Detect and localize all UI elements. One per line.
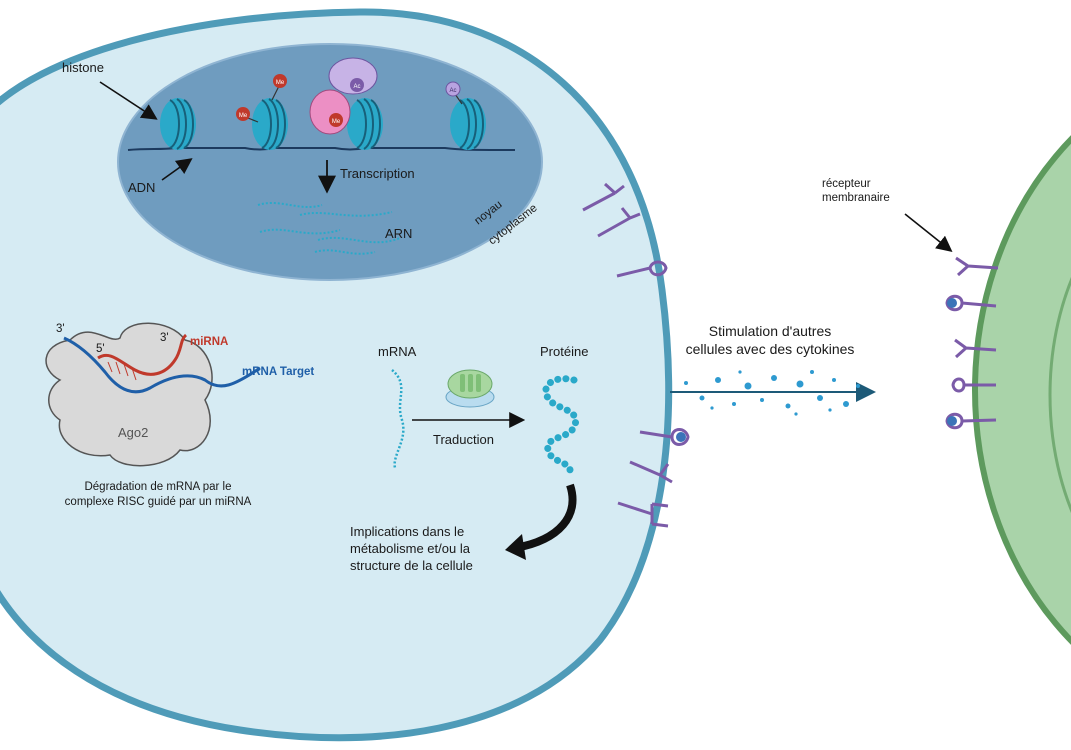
- methyl-mark-icon: Me: [271, 74, 287, 101]
- receptor-icon: [955, 256, 999, 277]
- nucleus: [117, 43, 543, 281]
- three-prime-label: 3': [56, 323, 65, 335]
- implications-line1: Implications dans le: [350, 524, 464, 539]
- violet-enzyme-icon: Ac: [328, 57, 378, 95]
- implications-line2: métabolisme et/ou la: [350, 541, 471, 556]
- nucleosome: [450, 98, 486, 150]
- adn-pointer-arrow: [161, 158, 193, 181]
- neighbor-cell: [972, 135, 1071, 645]
- stimulation-line1: Stimulation d'autres: [709, 323, 832, 339]
- mrna-target-label: mRNA Target: [242, 366, 314, 378]
- pink-enzyme-icon: Me: [309, 89, 351, 135]
- ago2-label: Ago2: [118, 425, 148, 440]
- svg-text:Me: Me: [276, 80, 285, 86]
- three-prime-label: 3': [160, 332, 169, 344]
- acetyl-mark-icon: Ac: [445, 81, 463, 105]
- implication-arrowhead: [505, 534, 526, 560]
- histone-pointer-arrow: [99, 81, 158, 120]
- receptor-icon: [597, 207, 641, 238]
- mrna-target-strand: [63, 336, 261, 394]
- svg-text:Me: Me: [332, 119, 341, 125]
- dna-strand: [127, 147, 516, 151]
- methyl-mark-icon: Me: [236, 107, 259, 123]
- receptor-icon: [582, 182, 625, 212]
- arn-label: ARN: [385, 226, 412, 241]
- recepteur-line2: membranaire: [822, 192, 890, 204]
- implication-arrow: [514, 483, 577, 552]
- svg-text:Me: Me: [239, 113, 248, 119]
- receptor-bound-icon: [945, 294, 997, 312]
- protein-chain: [542, 375, 580, 474]
- receptor-icon: [616, 260, 668, 278]
- adn-label: ADN: [128, 180, 155, 195]
- mirna-strand: [97, 333, 188, 376]
- implications-line3: structure de la cellule: [350, 558, 473, 573]
- histone-label: histone: [62, 60, 104, 75]
- mrna-label: mRNA: [378, 344, 417, 359]
- recepteur-line1: récepteur: [822, 178, 871, 190]
- nucleosome: [160, 98, 196, 150]
- ribosome-icon: [445, 369, 495, 408]
- mirna-label: miRNA: [190, 336, 228, 348]
- receptor-bound-icon: [639, 428, 690, 446]
- degradation-caption-line1: Dégradation de mRNA par le: [84, 481, 231, 493]
- receptor-icon: [954, 338, 997, 359]
- proteine-label: Protéine: [540, 344, 588, 359]
- svg-text:Ac: Ac: [353, 84, 360, 90]
- base-pairing: [107, 361, 137, 381]
- rna-strands: [257, 201, 401, 255]
- receptor-pointer-arrow: [904, 213, 953, 252]
- receptor-bound-icon: [945, 412, 997, 430]
- receptor-icon: [617, 501, 669, 528]
- svg-text:Ac: Ac: [449, 88, 456, 94]
- degradation-caption-line2: complexe RISC guidé par un miRNA: [65, 496, 252, 508]
- cytokine-particles: [684, 370, 860, 416]
- receptor-icon: [629, 460, 673, 484]
- traduction-label: Traduction: [433, 432, 494, 447]
- ago2-complex: Ago2: [45, 322, 213, 467]
- transcription-label: Transcription: [340, 166, 415, 181]
- mrna-strand: [391, 369, 405, 469]
- stimulation-line2: cellules avec des cytokines: [686, 341, 855, 357]
- nucleosome: [252, 98, 288, 150]
- five-prime-label: 5': [96, 343, 105, 355]
- receptor-icon: [951, 377, 996, 393]
- nucleosome: [347, 98, 383, 150]
